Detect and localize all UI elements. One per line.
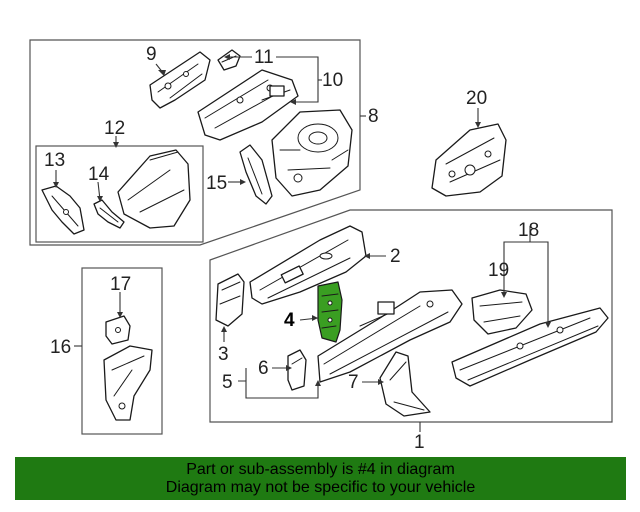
part-18-rail[interactable] (451, 307, 609, 387)
callout-16[interactable]: 16 (50, 337, 71, 358)
callout-11[interactable]: 11 (254, 47, 274, 68)
info-banner: Part or sub-assembly is #4 in diagram Di… (15, 457, 626, 500)
callout-10[interactable]: 10 (322, 70, 343, 91)
callout-13[interactable]: 13 (44, 150, 65, 171)
part-10-rail[interactable] (197, 69, 299, 141)
callout-1[interactable]: 1 (414, 432, 425, 453)
part-3-bracket[interactable] (215, 273, 245, 327)
part-17-bracket[interactable] (105, 315, 131, 345)
callout-12[interactable]: 12 (104, 118, 125, 139)
group-box-8 (29, 39, 361, 246)
part-9-bracket[interactable] (149, 51, 211, 109)
callout-9[interactable]: 9 (146, 44, 157, 65)
callout-19[interactable]: 19 (488, 260, 509, 281)
callout-4[interactable]: 4 (284, 310, 295, 331)
part-14-strip[interactable] (93, 199, 125, 229)
parts-diagram: 9 11 10 8 12 13 14 15 20 2 3 4 5 6 7 18 … (29, 39, 613, 453)
banner-line-part: Part or sub-assembly is #4 in diagram (186, 461, 455, 478)
part-16-brace[interactable] (103, 345, 153, 421)
part-11-clip[interactable] (217, 49, 241, 71)
part-1-side-member[interactable] (317, 289, 463, 383)
callout-5[interactable]: 5 (222, 372, 233, 393)
callout-20[interactable]: 20 (466, 88, 487, 109)
callout-7[interactable]: 7 (348, 372, 359, 393)
group-box-1 (209, 209, 613, 423)
group-box-16 (81, 267, 163, 435)
callout-8[interactable]: 8 (368, 106, 379, 127)
part-2-rail[interactable] (249, 225, 367, 305)
part-19-bracket[interactable] (471, 289, 533, 335)
callout-17[interactable]: 17 (110, 274, 131, 295)
callout-15[interactable]: 15 (206, 173, 227, 194)
callout-18[interactable]: 18 (518, 220, 539, 241)
banner-line-disclaimer: Diagram may not be specific to your vehi… (165, 479, 476, 496)
leader-lines (55, 56, 549, 432)
group-box-12 (35, 145, 204, 243)
part-20-panel[interactable] (431, 123, 507, 197)
part-15-brace[interactable] (239, 144, 273, 205)
callout-14[interactable]: 14 (88, 164, 110, 185)
arrowheads (53, 54, 551, 386)
callout-6[interactable]: 6 (258, 358, 269, 379)
part-7-gusset[interactable] (379, 351, 431, 417)
callout-3[interactable]: 3 (218, 344, 229, 365)
callout-labels: 9 11 10 8 12 13 14 15 20 2 3 4 5 6 7 18 … (44, 44, 539, 453)
part-4-highlighted[interactable] (317, 281, 343, 343)
part-8-strut-tower[interactable] (271, 109, 353, 197)
callout-2[interactable]: 2 (390, 246, 401, 267)
part-6-bracket[interactable] (287, 349, 307, 391)
part-13-panel[interactable] (41, 185, 85, 235)
part-12-panel[interactable] (117, 149, 191, 229)
